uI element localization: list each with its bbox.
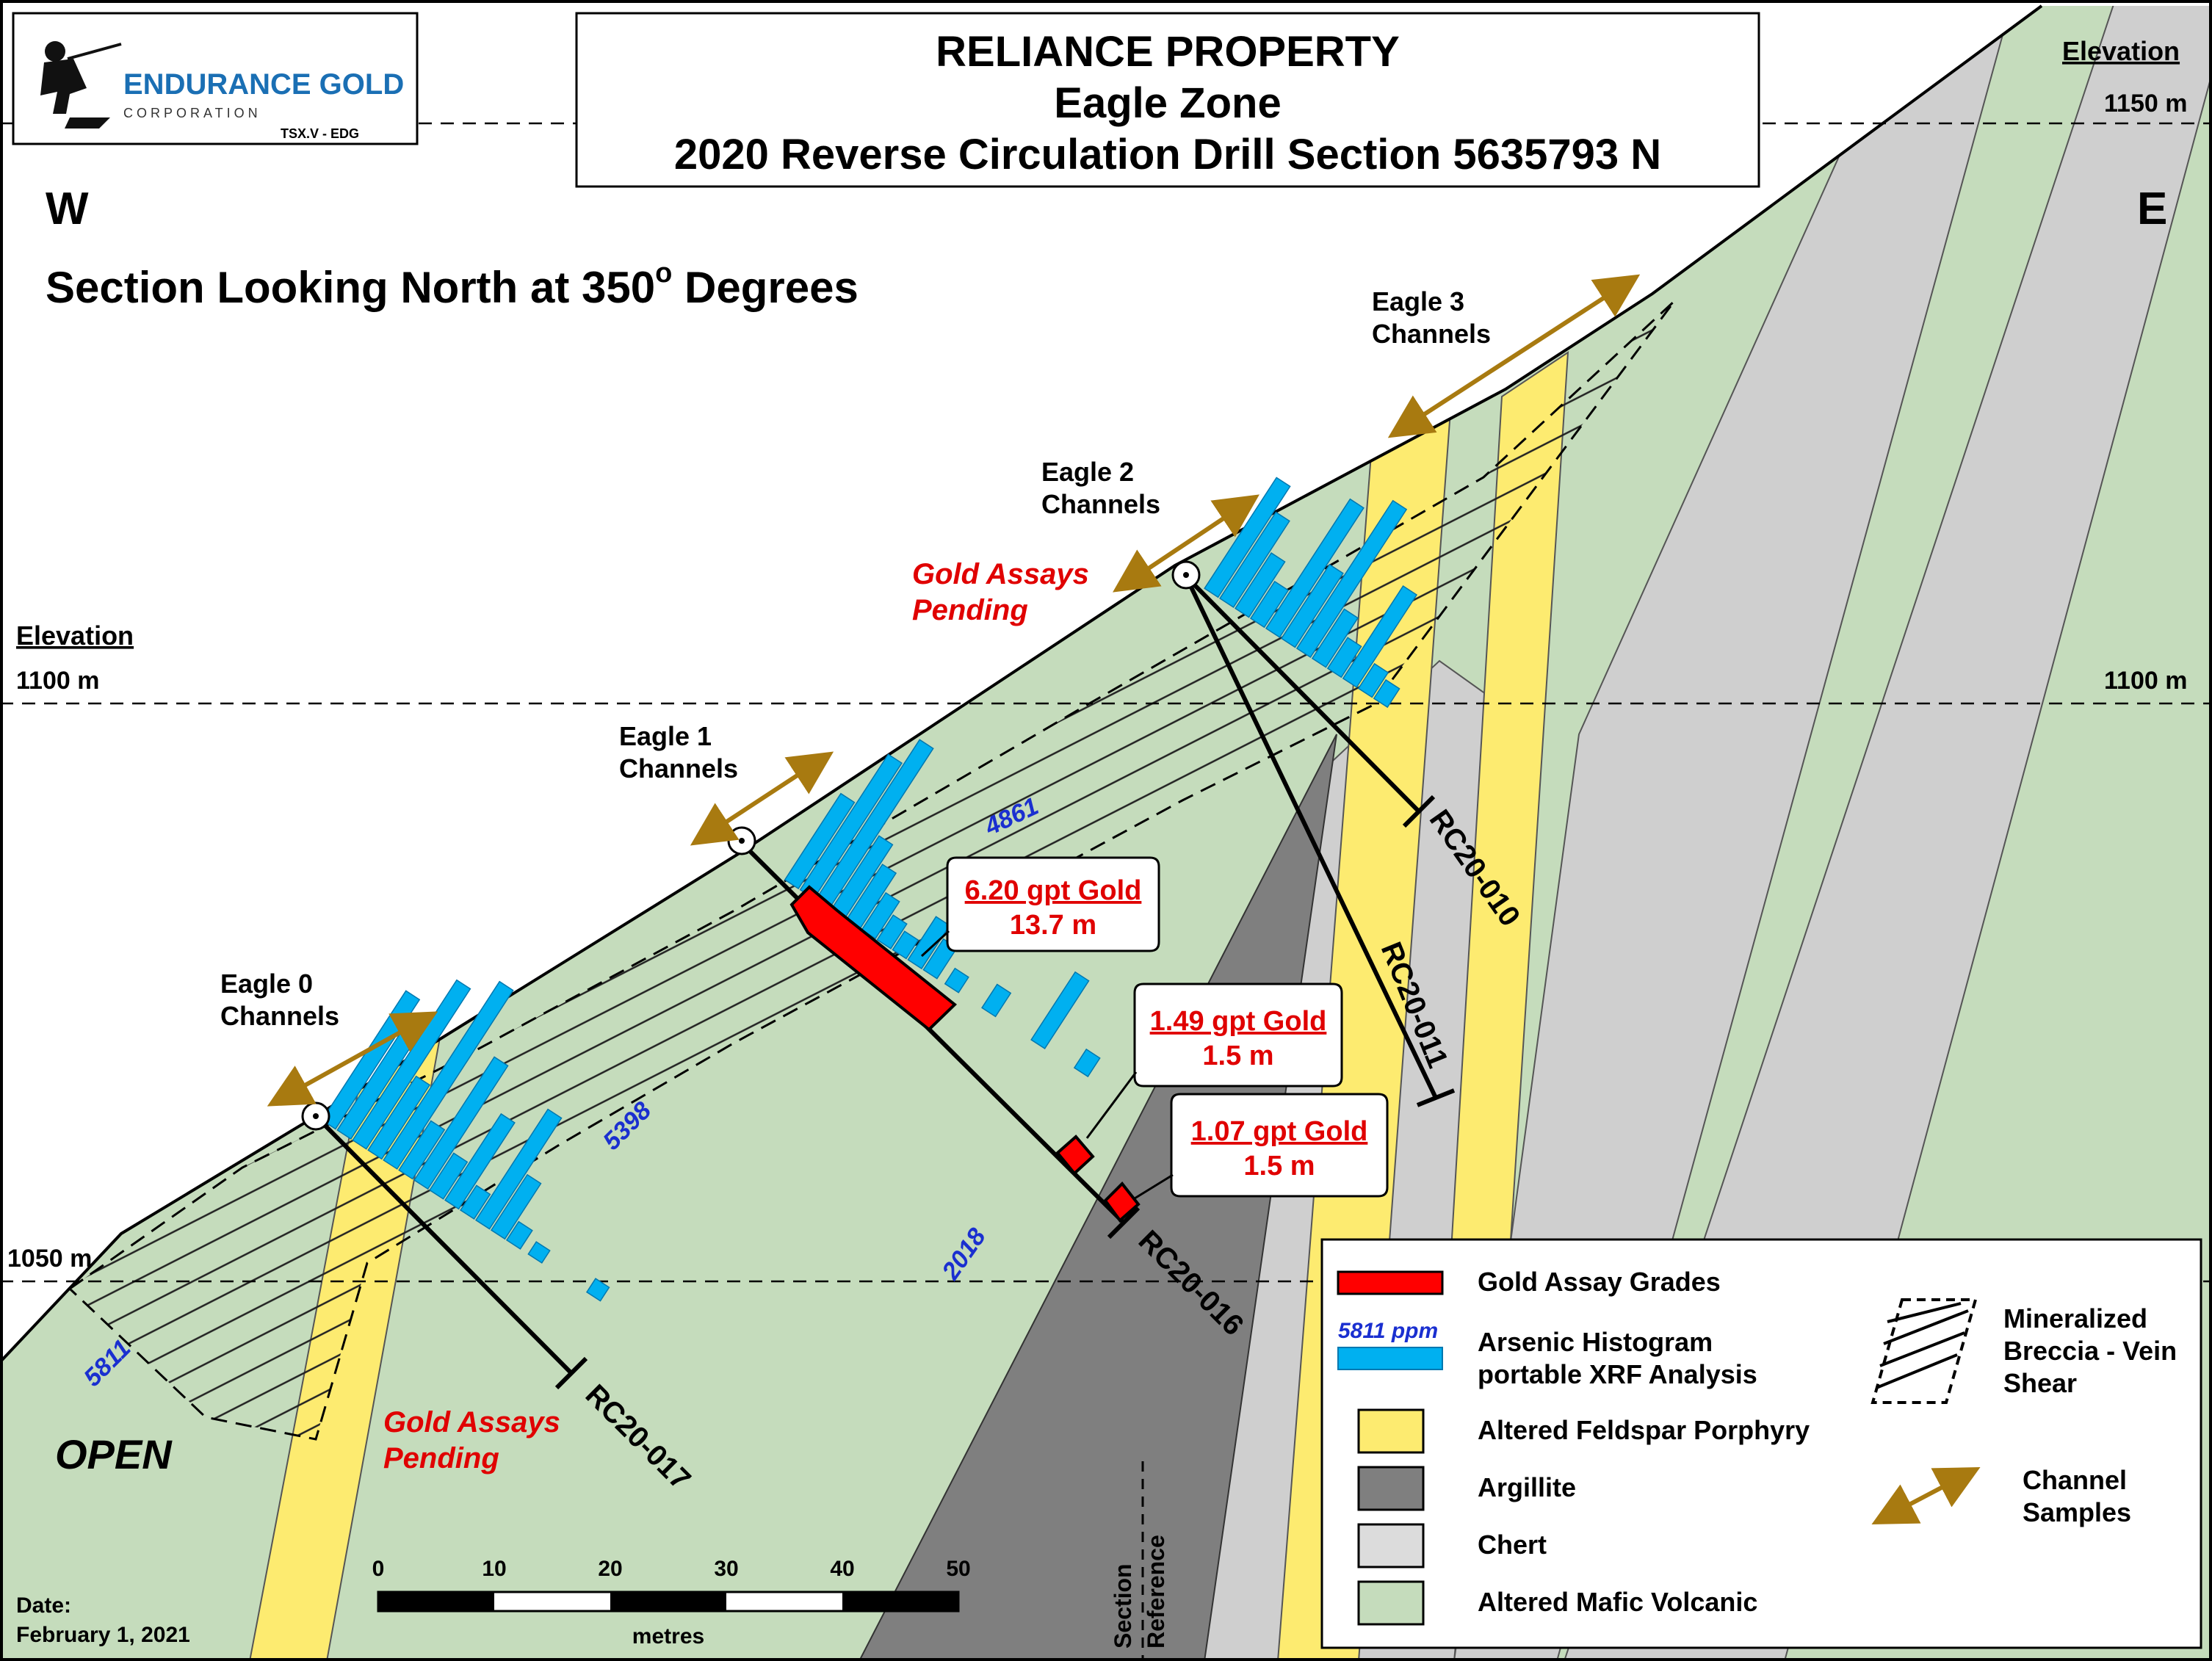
legend-chert: Chert — [1478, 1530, 1547, 1560]
date-value: February 1, 2021 — [16, 1623, 190, 1647]
legend: Gold Assay Grades 5811 ppm Arsenic Histo… — [1320, 1238, 2202, 1649]
arrow-eagle0 — [267, 1011, 438, 1107]
gold-intervals — [789, 885, 1141, 1223]
legend-argillite: Argillite — [1478, 1472, 1576, 1502]
eagle0-label-2: Channels — [220, 1001, 339, 1031]
scale-bar: 0 10 20 30 40 50 metres — [372, 1557, 971, 1649]
pending-lower-2: Pending — [383, 1442, 499, 1474]
callout-1-length: 13.7 m — [1010, 910, 1096, 941]
pending-upper-2: Pending — [912, 594, 1028, 626]
scale-tick-50: 50 — [946, 1557, 970, 1581]
legend-breccia-3: Shear — [2003, 1368, 2077, 1398]
legend-arsenic-1: Arsenic Histogram — [1478, 1327, 1713, 1357]
legend-swatch-gold — [1337, 1270, 1444, 1295]
hole-trace-rc20-017 — [314, 1114, 574, 1375]
legend-swatch-chert — [1357, 1523, 1425, 1568]
callout-3-length: 1.5 m — [1243, 1151, 1315, 1181]
callout-2-grade: 1.49 gpt Gold — [1150, 1006, 1327, 1037]
legend-swatch-porphyry — [1357, 1408, 1425, 1454]
elevation-1050: 1050 m — [7, 1245, 92, 1273]
legend-breccia-1: Mineralized — [2003, 1303, 2147, 1333]
legend-swatch-arsenic — [1337, 1347, 1443, 1370]
title-line3: 2020 Reverse Circulation Drill Section 5… — [674, 131, 1661, 178]
legend-arsenic-2: portable XRF Analysis — [1478, 1359, 1757, 1389]
scale-tick-20: 20 — [598, 1557, 622, 1581]
logo-name: ENDURANCE GOLD — [123, 68, 404, 101]
title-line2: Eagle Zone — [1054, 79, 1281, 127]
scale-tick-0: 0 — [372, 1557, 385, 1581]
prospector-logo-icon — [40, 41, 122, 129]
legend-mafic: Altered Mafic Volcanic — [1478, 1587, 1757, 1617]
legend-channel-2: Samples — [2023, 1497, 2131, 1527]
logo-sub: CORPORATION — [123, 106, 261, 120]
hole-trace-rc20-010 — [1184, 574, 1421, 814]
callout-1-grade: 6.20 gpt Gold — [965, 875, 1142, 906]
pending-upper-1: Gold Assays — [912, 558, 1089, 590]
section-reference-1: Section — [1110, 1563, 1136, 1649]
eagle2-label-2: Channels — [1041, 489, 1160, 519]
elevation-label-east: Elevation — [2062, 36, 2180, 66]
scale-unit: metres — [632, 1624, 704, 1649]
open-label: OPEN — [55, 1431, 173, 1477]
arrow-eagle3 — [1387, 274, 1641, 438]
gold-interval-6.20 — [789, 885, 958, 1032]
callout-2-length: 1.5 m — [1202, 1041, 1273, 1071]
legend-breccia-2: Breccia - Vein — [2003, 1336, 2177, 1366]
eagle1-label-1: Eagle 1 — [619, 721, 712, 751]
logo-ticker: TSX.V - EDG — [281, 126, 359, 141]
eagle1-label-2: Channels — [619, 753, 738, 784]
gold-interval-1.49 — [1055, 1135, 1095, 1176]
gold-callouts — [920, 856, 1389, 1200]
title-box: RELIANCE PROPERTY Eagle Zone 2020 Revers… — [575, 12, 1760, 188]
channel-arrows — [267, 274, 1641, 1107]
eagle3-label-1: Eagle 3 — [1372, 286, 1464, 316]
gold-interval-1.07 — [1103, 1181, 1141, 1223]
arrow-eagle2 — [1113, 494, 1259, 593]
date-label: Date: — [16, 1593, 71, 1618]
callout-3-grade: 1.07 gpt Gold — [1191, 1116, 1368, 1147]
elevation-1100-east: 1100 m — [2104, 667, 2187, 695]
legend-swatch-breccia — [1871, 1298, 1978, 1404]
elevation-1100-west: 1100 m — [16, 667, 99, 695]
elevation-1150: 1150 m — [2104, 90, 2187, 117]
arrow-eagle1 — [690, 751, 834, 846]
title-line1: RELIANCE PROPERTY — [936, 28, 1400, 76]
eagle3-label-2: Channels — [1372, 319, 1491, 349]
west-label: W — [46, 184, 89, 234]
hole-trace-rc20-011 — [1184, 575, 1438, 1099]
scale-tick-30: 30 — [714, 1557, 738, 1581]
legend-arsenic-sample: 5811 ppm — [1338, 1319, 1438, 1343]
pending-lower-1: Gold Assays — [383, 1406, 560, 1439]
section-reference-2: Reference — [1143, 1535, 1169, 1649]
east-label: E — [2137, 184, 2167, 234]
scale-tick-10: 10 — [482, 1557, 506, 1581]
section-note: Section Looking North at 350o Degrees — [46, 258, 859, 312]
legend-channel-1: Channel — [2023, 1465, 2127, 1495]
elevation-label-west: Elevation — [16, 620, 134, 651]
legend-channel-arrow-icon — [1871, 1467, 1981, 1524]
legend-swatch-argillite — [1357, 1466, 1425, 1511]
scale-tick-40: 40 — [830, 1557, 854, 1581]
logo-box: ENDURANCE GOLD CORPORATION TSX.V - EDG — [12, 12, 419, 145]
legend-gold: Gold Assay Grades — [1478, 1267, 1721, 1297]
eagle0-label-1: Eagle 0 — [220, 969, 313, 999]
legend-porphyry: Altered Feldspar Porphyry — [1478, 1415, 1810, 1445]
eagle2-label-1: Eagle 2 — [1041, 457, 1134, 487]
legend-swatch-mafic — [1357, 1580, 1425, 1626]
